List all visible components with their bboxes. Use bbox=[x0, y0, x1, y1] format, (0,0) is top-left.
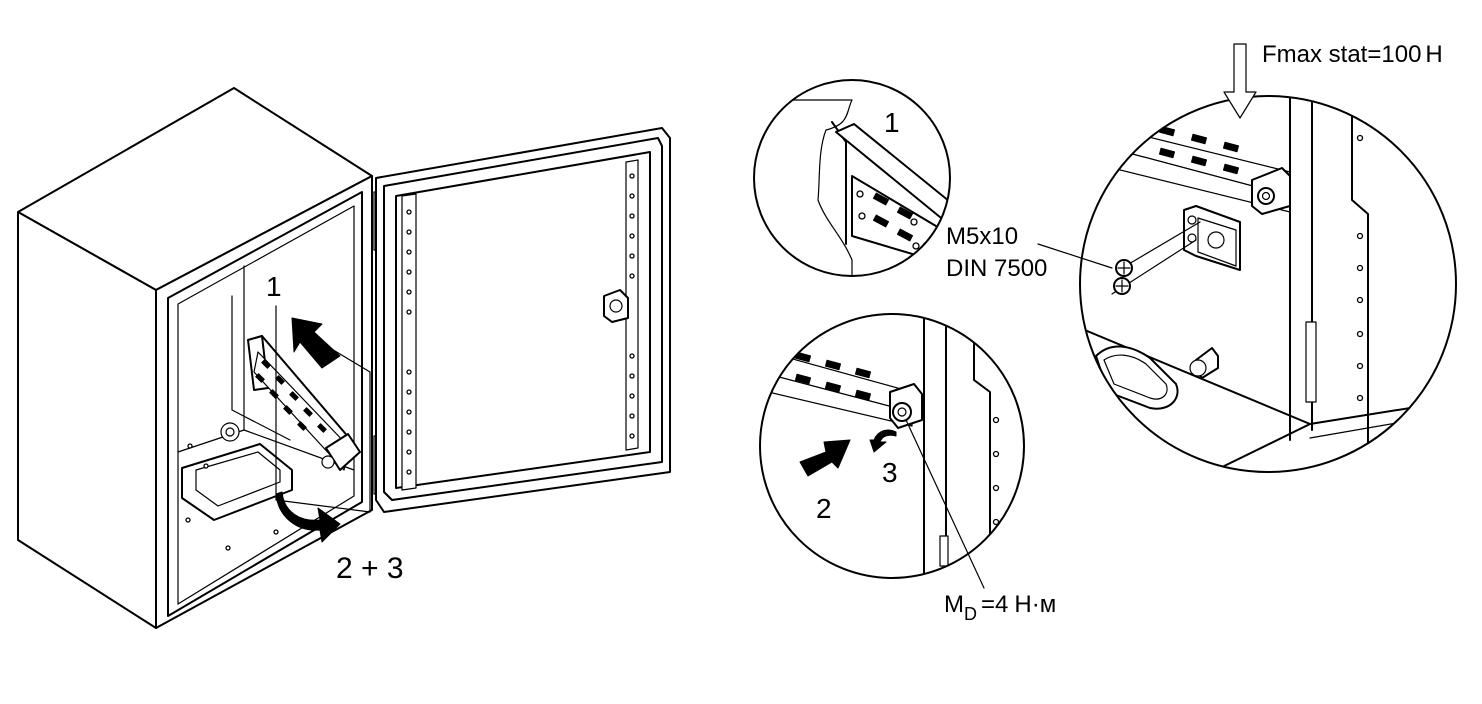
arrow-step-1 bbox=[291, 317, 341, 369]
step-2-label-detail: 2 bbox=[816, 493, 832, 524]
step-3-label-detail: 3 bbox=[882, 457, 898, 488]
screw-standard-label: DIN 7500 bbox=[946, 255, 1047, 282]
arrow-step-2-3 bbox=[275, 491, 341, 543]
step-1-label-main: 1 bbox=[266, 271, 282, 302]
torque-subscript: D bbox=[964, 604, 977, 624]
arrow-step-2 bbox=[799, 439, 851, 477]
detail-circle-2-outline bbox=[759, 313, 1025, 579]
torque-symbol: M bbox=[944, 591, 964, 618]
screw-size-label: M5x10 bbox=[946, 223, 1018, 250]
m5-screws bbox=[1113, 259, 1133, 295]
torque-unit: Н·м bbox=[1014, 591, 1056, 618]
gland-plate bbox=[181, 443, 293, 521]
cabinet-door bbox=[375, 127, 671, 513]
detail-circle-1-outline bbox=[753, 79, 951, 277]
force-value: Fmax stat=100 bbox=[1262, 41, 1421, 68]
force-unit: Н bbox=[1425, 41, 1442, 68]
step-2-3-label-main: 2 + 3 bbox=[336, 552, 404, 585]
cabinet-illustration: 1 2 + 3 bbox=[17, 87, 671, 629]
torque-value: =4 bbox=[981, 591, 1008, 618]
arrow-step-3 bbox=[869, 429, 897, 453]
detail-circle-rail-insertion: 1 bbox=[753, 79, 951, 277]
detail-circle-3-outline bbox=[1079, 95, 1457, 473]
step-1-label-detail: 1 bbox=[884, 107, 900, 138]
force-arrow bbox=[1223, 43, 1257, 119]
